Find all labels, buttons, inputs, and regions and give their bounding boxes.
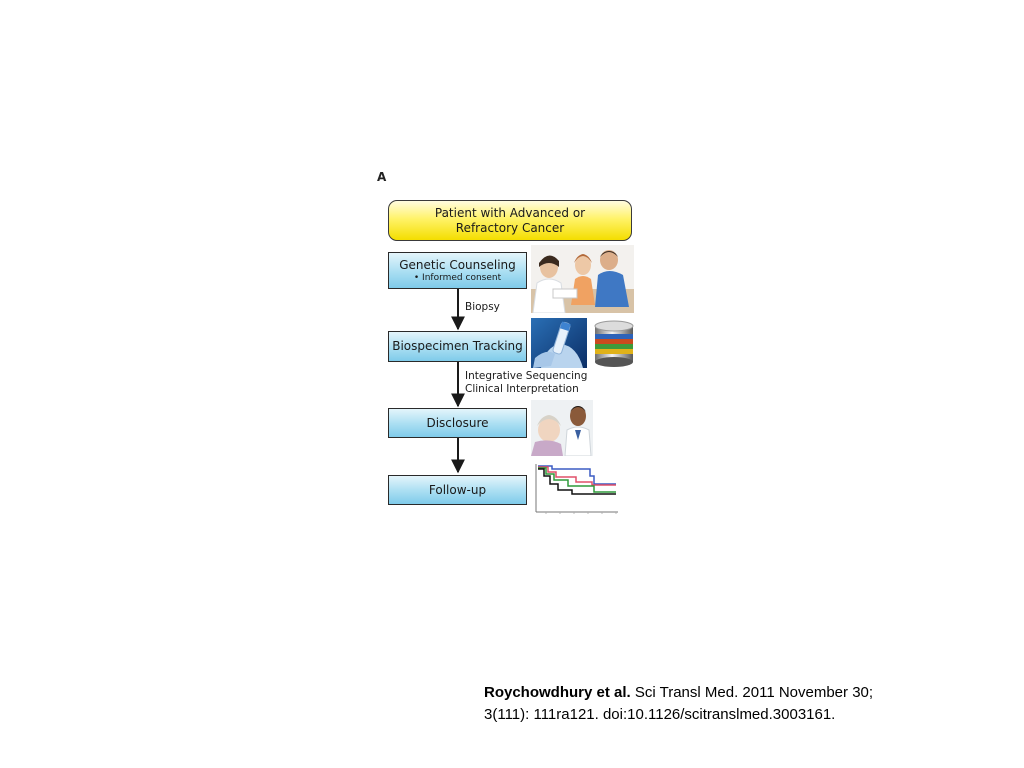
step-biospecimen-tracking: Biospecimen Tracking bbox=[388, 331, 527, 362]
step-patient-line1: Patient with Advanced or bbox=[434, 205, 586, 220]
step-tracking-title: Biospecimen Tracking bbox=[392, 339, 523, 353]
step-followup-title: Follow-up bbox=[428, 482, 487, 497]
citation-ref-line2: 3(111): 111ra121. doi:10.1126/scitranslm… bbox=[484, 706, 836, 723]
citation-ref-line1: Sci Transl Med. 2011 November 30; bbox=[630, 684, 874, 701]
citation-authors: Roychowdhury et al. bbox=[484, 684, 631, 701]
transition-sequencing-line2: Clinical Interpretation bbox=[465, 383, 579, 395]
panel-letter: A bbox=[377, 170, 387, 184]
counseling-photo bbox=[531, 245, 634, 313]
citation-line1: Roychowdhury et al. Sci Transl Med. 2011… bbox=[484, 682, 873, 704]
step-counseling-bullet: • Informed consent bbox=[413, 272, 502, 283]
step-disclosure: Disclosure bbox=[388, 408, 527, 438]
survival-curve-thumbnail bbox=[532, 462, 620, 514]
specimen-tube-photo bbox=[531, 318, 587, 368]
step-patient-line2: Refractory Cancer bbox=[455, 220, 565, 235]
step-counseling-title: Genetic Counseling bbox=[399, 257, 516, 272]
transition-biopsy: Biopsy bbox=[465, 301, 500, 313]
transition-sequencing-line1: Integrative Sequencing bbox=[465, 370, 588, 382]
disclosure-photo bbox=[531, 400, 593, 456]
step-genetic-counseling: Genetic Counseling • Informed consent bbox=[388, 252, 527, 289]
database-icon bbox=[592, 320, 636, 368]
step-follow-up: Follow-up bbox=[388, 475, 527, 505]
step-disclosure-title: Disclosure bbox=[426, 415, 489, 430]
step-patient: Patient with Advanced or Refractory Canc… bbox=[388, 200, 632, 241]
citation: Roychowdhury et al. Sci Transl Med. 2011… bbox=[484, 682, 873, 726]
